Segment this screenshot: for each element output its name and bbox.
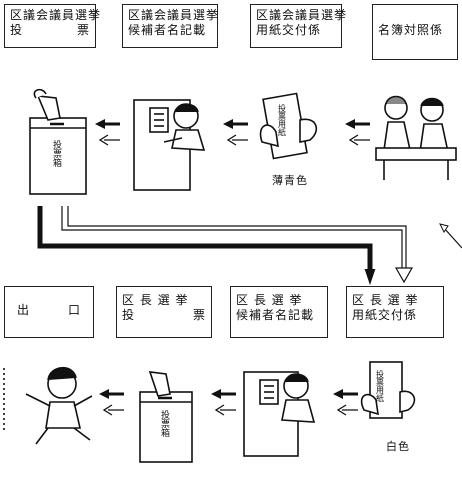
flow-arrows-top — [95, 119, 370, 146]
ballot-label: 投票用紙 — [376, 369, 385, 403]
box-exit-right: 口 — [67, 303, 81, 317]
ballot-paper-icon: 投票用紙 — [259, 92, 318, 160]
box-line1: 区 長 選 挙 — [236, 293, 303, 307]
ballot-box-icon: 投票箱 — [29, 88, 87, 195]
connector-path — [37, 206, 462, 286]
box-line2: 用紙交付係 — [352, 308, 418, 322]
light-blue-ballot-caption: 薄青色 — [272, 174, 308, 187]
ballot-label: 投票用紙 — [278, 103, 287, 137]
ballot-box-label: 投票箱 — [51, 139, 62, 168]
ballot-paper-icon: 投票用紙 — [360, 361, 416, 419]
box-line2-left: 投 — [122, 308, 136, 322]
box-line2: 用紙交付係 — [256, 23, 322, 37]
ballot-box-icon: 投票箱 — [139, 371, 193, 463]
box-line1: 区議会議員選挙 — [10, 8, 102, 22]
box-line2-right: 票 — [192, 308, 206, 322]
voting-booth-icon — [133, 99, 206, 191]
box-ward-assembly-ballot-issuing: 区議会議員選挙 用紙交付係 — [250, 4, 348, 48]
box-line2: 候補者名記載 — [128, 23, 207, 37]
white-ballot-caption: 白色 — [386, 440, 410, 453]
box-line1: 区 長 選 挙 — [122, 293, 189, 307]
box-mayor-vote: 区 長 選 挙 投 票 — [116, 286, 212, 338]
box-line1: 区 長 選 挙 — [352, 293, 419, 307]
box-exit: 出口 — [4, 286, 94, 338]
ballot-box-label: 投票箱 — [159, 409, 170, 438]
box-ward-assembly-candidate-writing: 区議会議員選挙 候補者名記載 — [122, 4, 218, 48]
box-line1: 区議会議員選挙 — [256, 8, 348, 22]
box-line1: 区議会議員選挙 — [128, 8, 220, 22]
exiting-voter-icon — [3, 366, 93, 445]
box-line1: 名簿対照係 — [378, 23, 444, 37]
box-line2-right: 票 — [76, 23, 90, 37]
box-line2-left: 投 — [10, 23, 24, 37]
box-ward-assembly-vote: 区議会議員選挙 投 票 — [4, 4, 102, 48]
box-exit-left: 出 — [17, 303, 31, 317]
box-line2: 候補者名記載 — [236, 308, 315, 322]
box-register-check: 名簿対照係 — [372, 4, 458, 60]
box-mayor-ballot-issuing: 区 長 選 挙 用紙交付係 — [346, 286, 444, 338]
voting-booth-icon — [243, 371, 316, 457]
register-clerks-icon — [375, 95, 457, 180]
box-mayor-candidate-writing: 区 長 選 挙 候補者名記載 — [230, 286, 328, 338]
flow-arrows-bottom — [99, 389, 358, 416]
